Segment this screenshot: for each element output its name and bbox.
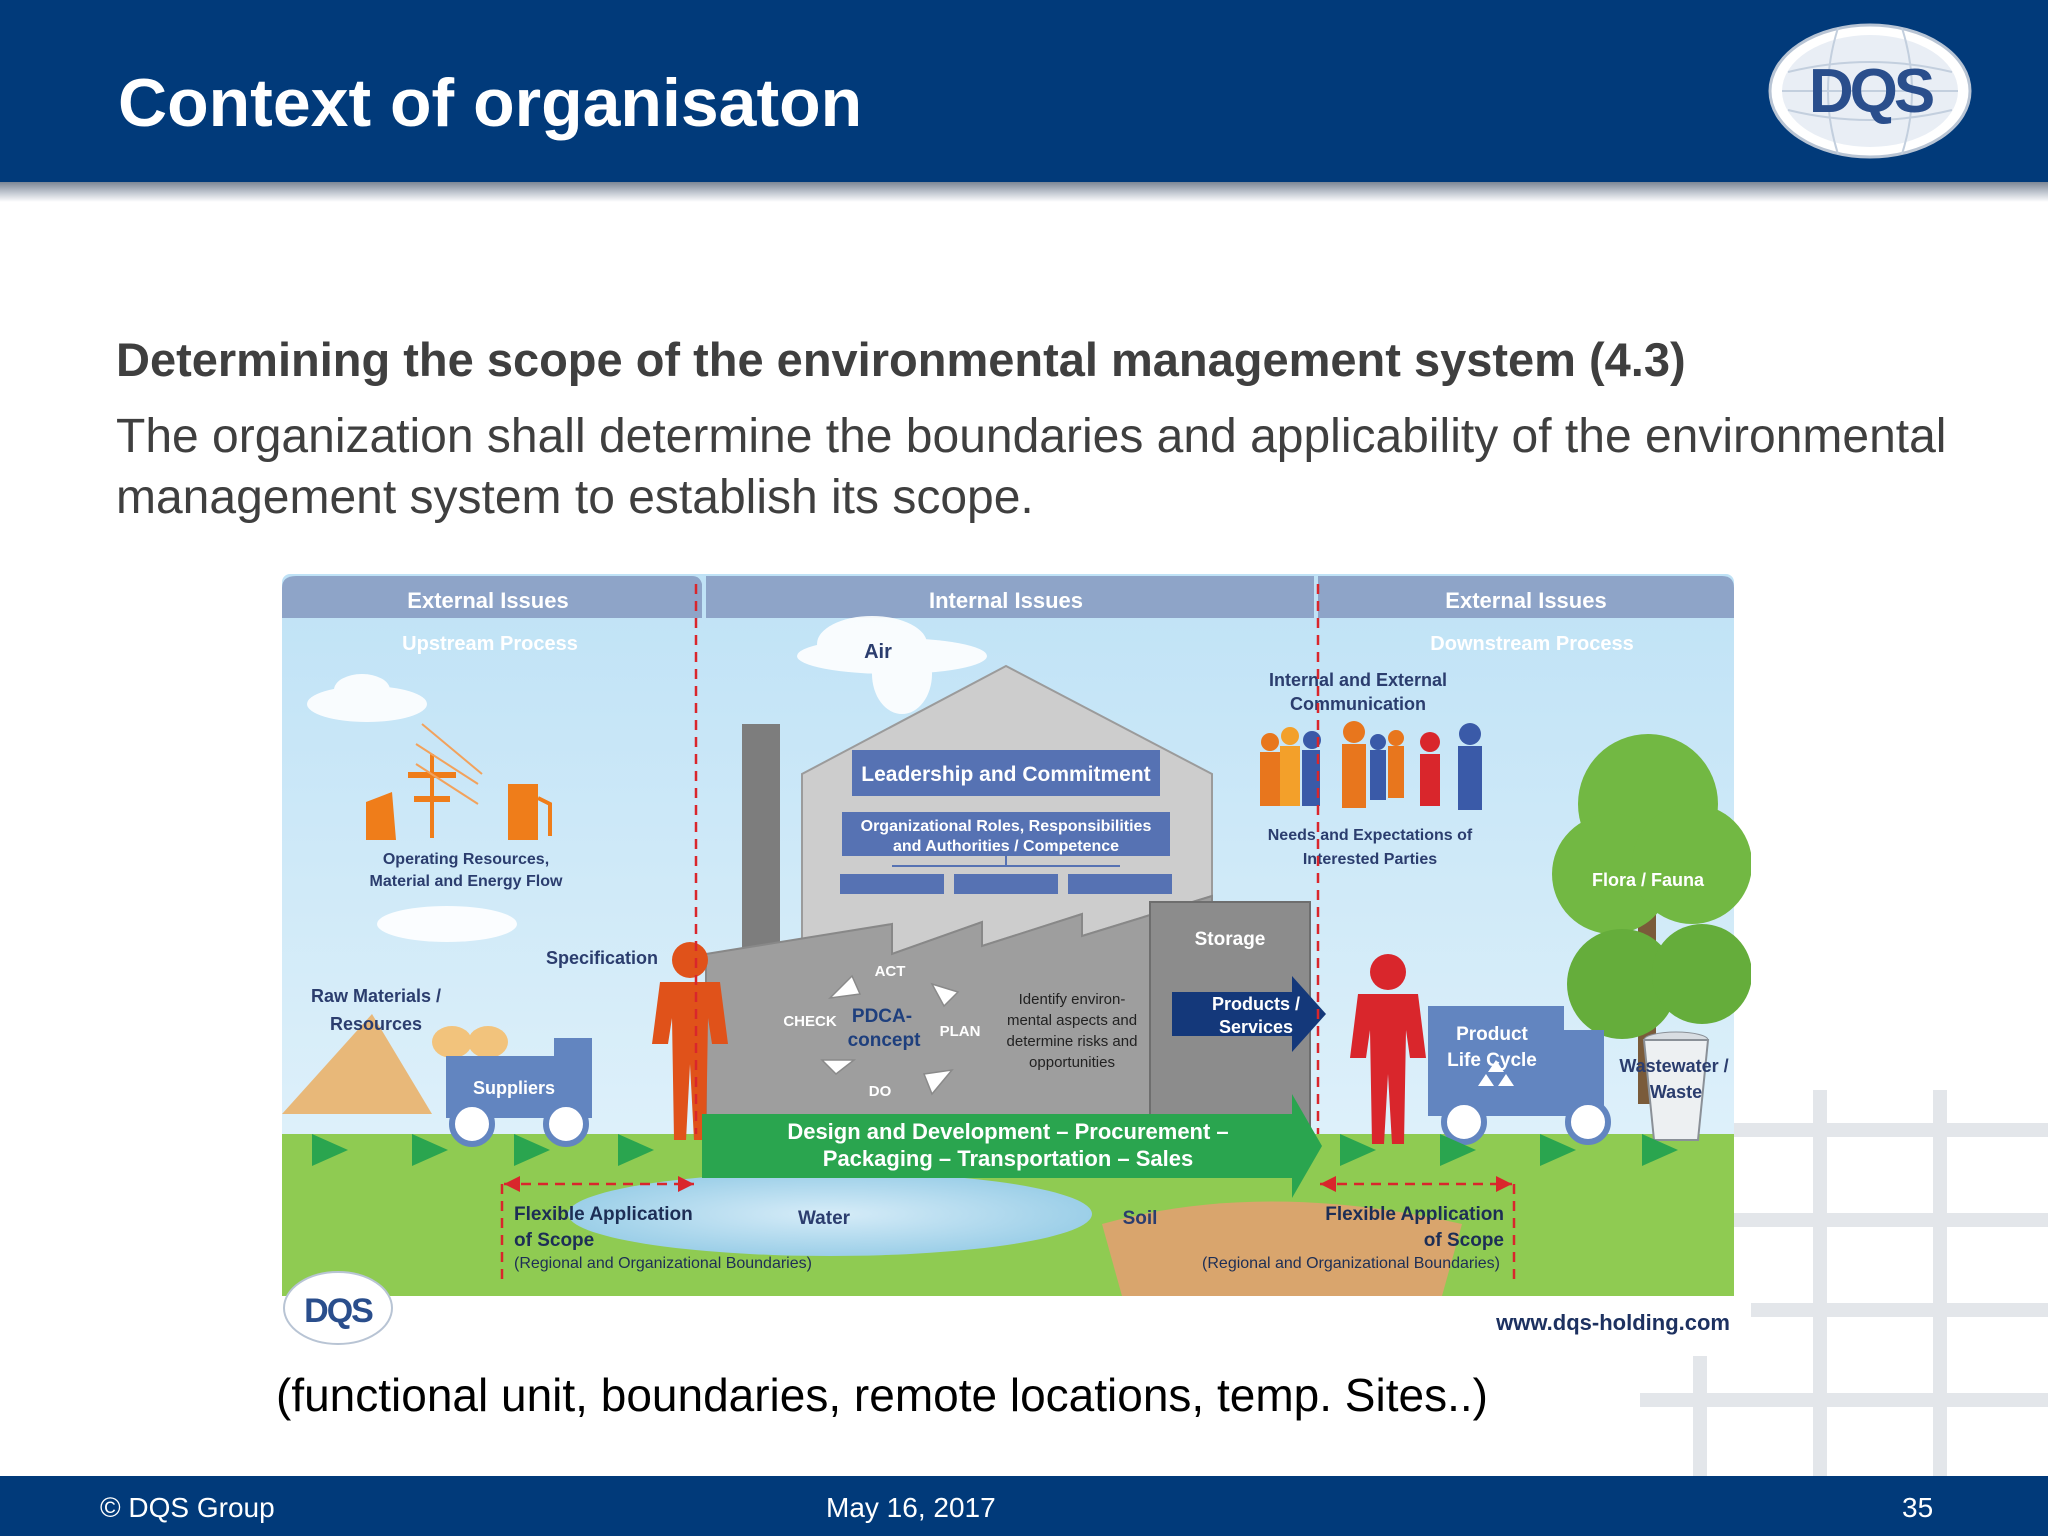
svg-text:Design and Development – Procu: Design and Development – Procurement – bbox=[787, 1119, 1228, 1144]
header-external-right: External Issues bbox=[1445, 588, 1606, 613]
svg-text:PLAN: PLAN bbox=[940, 1023, 981, 1040]
svg-text:ACT: ACT bbox=[875, 963, 906, 980]
raw-materials-pile bbox=[282, 1014, 432, 1114]
section-heading: Determining the scope of the environment… bbox=[116, 333, 1686, 386]
svg-text:DQS: DQS bbox=[304, 1292, 373, 1330]
svg-text:Operating Resources,: Operating Resources, bbox=[383, 851, 549, 868]
svg-text:Resources: Resources bbox=[330, 1014, 422, 1034]
design-flow-arrow bbox=[702, 1094, 1322, 1198]
lifecycle-truck bbox=[1428, 1006, 1611, 1145]
chimney bbox=[742, 724, 780, 964]
svg-text:(Regional and Organizational B: (Regional and Organizational Boundaries) bbox=[1202, 1255, 1500, 1272]
svg-text:mental aspects and: mental aspects and bbox=[1007, 1012, 1137, 1029]
svg-text:opportunities: opportunities bbox=[1029, 1054, 1115, 1071]
upstream-label: Upstream Process bbox=[402, 633, 578, 655]
interested-parties-people bbox=[1260, 721, 1482, 810]
svg-text:Specification: Specification bbox=[546, 948, 658, 968]
svg-text:Suppliers: Suppliers bbox=[473, 1078, 555, 1098]
svg-text:Waste: Waste bbox=[1650, 1082, 1702, 1102]
footer-page-number: 35 bbox=[1902, 1492, 1934, 1523]
svg-text:Interested Parties: Interested Parties bbox=[1303, 851, 1437, 868]
svg-text:Packaging – Transportation – S: Packaging – Transportation – Sales bbox=[823, 1146, 1193, 1171]
svg-text:Material and Energy Flow: Material and Energy Flow bbox=[370, 873, 563, 890]
header-external-left: External Issues bbox=[407, 588, 568, 613]
svg-text:Needs and Expectations of: Needs and Expectations of bbox=[1268, 827, 1473, 844]
svg-text:determine risks and: determine risks and bbox=[1007, 1033, 1138, 1050]
pdca-arrows bbox=[820, 974, 960, 1096]
flow-triangles bbox=[312, 1134, 1678, 1166]
dqs-logo: DQS bbox=[1768, 23, 1972, 159]
fuel-icons bbox=[366, 754, 552, 840]
power-lines bbox=[415, 723, 483, 805]
svg-text:(Regional and Organizational B: (Regional and Organizational Boundaries) bbox=[514, 1255, 812, 1272]
slide-title: Context of organisaton bbox=[118, 65, 863, 141]
soil-area bbox=[1102, 1201, 1462, 1296]
header-divider bbox=[0, 182, 2048, 202]
svg-text:Flora / Fauna: Flora / Fauna bbox=[1592, 870, 1705, 890]
diagram-dqs-logo: DQS bbox=[283, 1271, 393, 1345]
svg-text:concept: concept bbox=[848, 1030, 922, 1051]
header-internal: Internal Issues bbox=[929, 588, 1083, 613]
svg-text:Flexible Application: Flexible Application bbox=[514, 1204, 693, 1225]
svg-text:Raw Materials /: Raw Materials / bbox=[311, 986, 441, 1006]
svg-text:Identify environ-: Identify environ- bbox=[1019, 991, 1126, 1008]
svg-text:Services: Services bbox=[1219, 1017, 1293, 1037]
svg-text:Soil: Soil bbox=[1123, 1208, 1158, 1229]
body-paragraph: The organization shall determine the bou… bbox=[116, 410, 1947, 524]
ems-scope-diagram: External Issues Internal Issues External… bbox=[282, 574, 1751, 1356]
water-area bbox=[568, 1172, 1092, 1256]
scope-caption: (functional unit, boundaries, remote loc… bbox=[276, 1369, 1488, 1421]
background-globe-pattern bbox=[1640, 1090, 2048, 1476]
customer-person bbox=[1350, 954, 1426, 1144]
svg-text:and Authorities / Competence: and Authorities / Competence bbox=[893, 838, 1119, 855]
svg-text:PDCA-: PDCA- bbox=[852, 1006, 912, 1027]
svg-text:Leadership and Commitment: Leadership and Commitment bbox=[861, 763, 1150, 786]
svg-text:Internal and External: Internal and External bbox=[1269, 670, 1447, 690]
waste-bin bbox=[1642, 1031, 1710, 1141]
svg-text:Wastewater /: Wastewater / bbox=[1619, 1056, 1728, 1076]
roles-box bbox=[842, 812, 1170, 856]
supplier-truck bbox=[432, 1026, 592, 1147]
svg-text:Products /: Products / bbox=[1212, 994, 1300, 1014]
specification-person bbox=[652, 942, 728, 1140]
svg-text:Product: Product bbox=[1456, 1024, 1528, 1045]
svg-text:Organizational Roles, Responsi: Organizational Roles, Responsibilities bbox=[861, 818, 1152, 835]
svg-text:Water: Water bbox=[798, 1208, 851, 1229]
svg-text:DO: DO bbox=[869, 1083, 892, 1100]
org-chart-boxes bbox=[840, 874, 1172, 894]
svg-text:of Scope: of Scope bbox=[1424, 1230, 1504, 1251]
trees bbox=[1552, 734, 1751, 1104]
footer-bar bbox=[0, 1476, 2048, 1536]
footer-copyright: © DQS Group bbox=[100, 1492, 275, 1523]
svg-text:Life Cycle: Life Cycle bbox=[1447, 1050, 1537, 1071]
downstream-label: Downstream Process bbox=[1430, 633, 1633, 655]
svg-text:of Scope: of Scope bbox=[514, 1230, 594, 1251]
products-arrow bbox=[1172, 976, 1326, 1052]
header-bar bbox=[0, 0, 2048, 182]
air-label: Air bbox=[864, 641, 892, 663]
svg-text:Flexible Application: Flexible Application bbox=[1325, 1204, 1504, 1225]
svg-text:CHECK: CHECK bbox=[783, 1013, 837, 1030]
leadership-box bbox=[852, 750, 1160, 796]
website-label: www.dqs-holding.com bbox=[1495, 1310, 1730, 1335]
footer-date: May 16, 2017 bbox=[826, 1492, 996, 1523]
clouds bbox=[307, 616, 987, 942]
scope-boundaries bbox=[500, 584, 1516, 1286]
storage-label: Storage bbox=[1195, 929, 1266, 950]
svg-text:DQS: DQS bbox=[1809, 57, 1933, 126]
svg-text:Communication: Communication bbox=[1290, 694, 1426, 714]
